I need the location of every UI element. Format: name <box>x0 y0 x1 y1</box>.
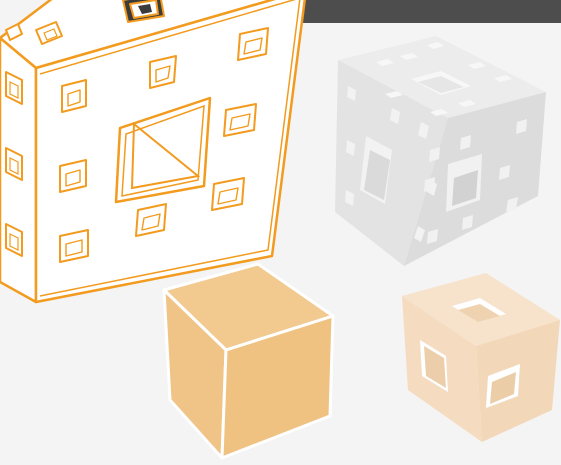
solid-orange-cube <box>164 264 333 458</box>
faint-menger-cube <box>402 273 560 442</box>
grey-menger-cube <box>335 36 546 266</box>
top-bar <box>270 0 561 23</box>
wireframe-menger-cube <box>0 0 306 302</box>
